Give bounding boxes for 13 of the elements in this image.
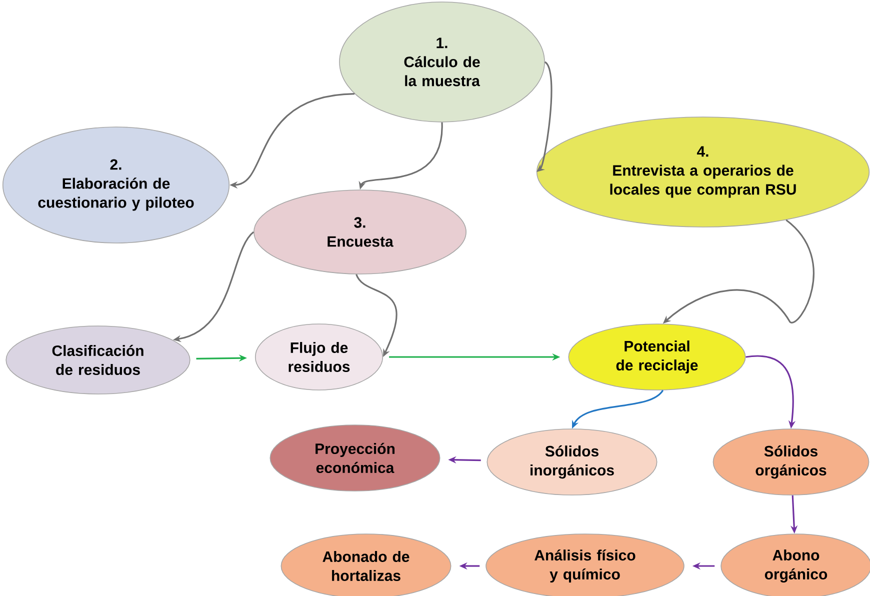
ellipse-node: 1. Cálculo de la muestra: [339, 2, 545, 122]
ellipse-node: 4. Entrevista a operarios de locales que compran RSU: [536, 116, 870, 228]
ellipse-node: Abono orgánico: [720, 534, 870, 596]
ellipse-node: Proyección económica: [270, 424, 440, 492]
ellipse-node: 2. Elaboración de cuestionario y piloteo: [2, 126, 230, 244]
ellipse-node: Análisis físico y químico: [486, 534, 684, 596]
ellipse-node: Sólidos orgánicos: [712, 428, 870, 496]
ellipse-node: Sólidos inorgánicos: [486, 428, 658, 496]
ellipse-node: 3. Encuesta: [254, 190, 466, 274]
ellipse-node: Clasificación de residuos: [6, 326, 190, 394]
ellipse-node: Potencial de reciclaje: [568, 324, 746, 390]
ellipse-node: Abonado de hortalizas: [280, 534, 452, 596]
ellipse-node: Flujo de residuos: [254, 324, 384, 390]
